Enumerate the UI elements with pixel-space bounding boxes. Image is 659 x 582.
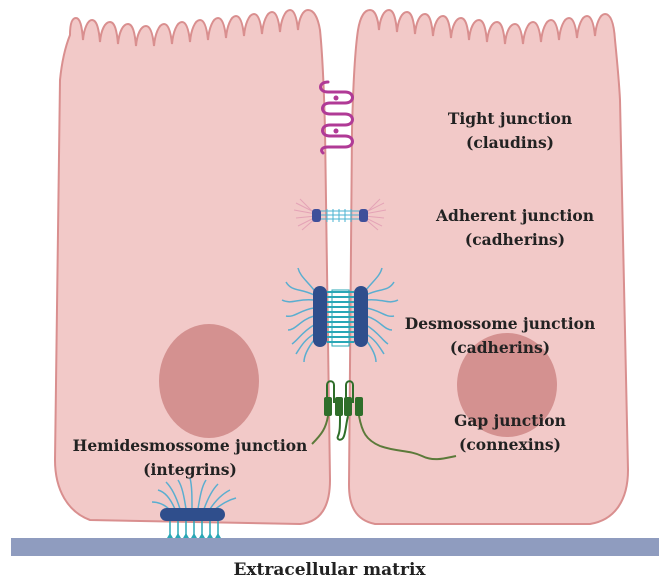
- desmosome-junction-protein-label: (cadherins): [400, 336, 600, 360]
- gap-junction-label: Gap junction (connexins): [440, 409, 580, 457]
- gap-junction-name: Gap junction: [440, 409, 580, 433]
- tight-junction-label: Tight junction (claudins): [430, 107, 590, 155]
- desmosome-junction-name: Desmossome junction: [400, 312, 600, 336]
- extracellular-matrix-label: Extracellular matrix: [0, 560, 659, 580]
- left-nucleus: [159, 324, 259, 438]
- adherent-junction-label: Adherent junction (cadherins): [425, 204, 605, 252]
- extracellular-matrix-bar: [11, 538, 659, 556]
- desmosome-junction-label: Desmossome junction (cadherins): [400, 312, 600, 360]
- gap-junction-protein-label: (connexins): [440, 433, 580, 457]
- adherent-junction-name: Adherent junction: [425, 204, 605, 228]
- tight-junction-name: Tight junction: [430, 107, 590, 131]
- tight-junction-protein-label: (claudins): [430, 131, 590, 155]
- adherent-junction-protein-label: (cadherins): [425, 228, 605, 252]
- hemidesmosome-junction-protein-label: (integrins): [70, 458, 310, 482]
- hemidesmosome-junction-name: Hemidesmossome junction: [70, 434, 310, 458]
- hemidesmosome-junction-label: Hemidesmossome junction (integrins): [70, 434, 310, 482]
